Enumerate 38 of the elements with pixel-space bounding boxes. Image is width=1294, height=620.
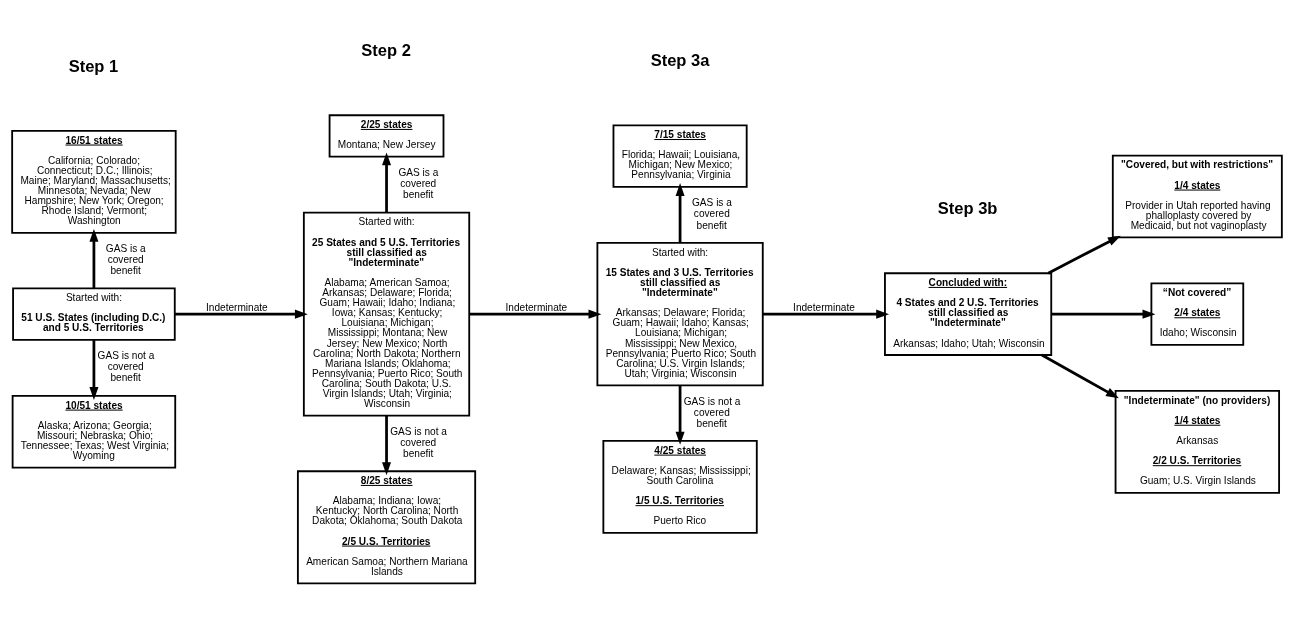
arrow [675,183,685,243]
edge-label: GAS is not a covered benefit [683,395,741,429]
arrow [89,340,99,400]
arrow [469,309,602,319]
node-box: 8/25 states Alabama; Indiana; Iowa; Kentucky; North Carolina; North Dakota; Oklahoma; South Dakota 2/5 U.S. Territories American Samoa; Northern Mariana Islands [296,470,477,585]
edge-label: Indeterminate [793,302,855,314]
edge-label: GAS is a covered benefit [398,167,439,201]
edge-label: Indeterminate [505,302,568,314]
arrow [763,309,890,319]
node-box: “Not covered” 2/4 states Idaho; Wisconsin [1150,282,1245,346]
arrow [1041,353,1119,399]
label: Step 3b [937,199,998,219]
node-box: "Indeterminate" (no providers) 1/4 states Arkansas 2/2 U.S. Territories Guam; U.S. Virgin Islands [1114,389,1280,494]
node-box: 10/51 states Alaska; Arizona; Georgia; Missouri; Nebraska; Ohio; Tennessee; Texas; West Virginia; Wyoming [11,394,177,469]
arrow [382,415,392,476]
node-box: Concluded with: 4 States and 2 U.S. Territories still classified as "Indeterminate" Arkansas; Idaho; Utah; Wisconsin [884,272,1053,356]
edge-label: GAS is not a covered benefit [97,350,155,384]
arrow [382,152,392,213]
node-box: 16/51 states California; Colorado; Connecticut; D.C.; Illinois; Maine; Maryland; Massachusetts; Minnesota; Nevada; New Hampshire; New York; Oregon; Rhode Island; Vermont; Washington [11,129,177,234]
edge-label: GAS is a covered benefit [692,197,732,231]
arrow [1051,309,1156,319]
node-box: Started with: 25 States and 5 U.S. Territories still classified as "Indeterminate" Alabama; American Samoa; Arkansas; Delaware; Florida; Guam; Hawaii; Idaho; Indiana; Iowa; Kansas; Kentucky; Louisiana; Michigan; Mississippi; Montana; New Jersey; New Mexico; North Carolina; North Dakota; Northern Mariana Islands; Oklahoma; Pennsylvania; Puerto Rico; South Carolina; South Dakota; U.S. Virgin Islands; Utah; Virginia; Wisconsin [302,211,471,417]
node-box: 7/15 states Florida; Hawaii; Louisiana, Michigan; New Mexico; Pennsylvania; Virginia [612,124,748,188]
node-box: Started with: 51 U.S. States (including D.C.) and 5 U.S. Territories [12,287,176,341]
arrow [675,385,685,445]
label: Step 3a [650,51,710,71]
node-box: 2/25 states Montana; New Jersey [328,114,445,158]
node-box: "Covered, but with restrictions" 1/4 states Provider in Utah reported having phalloplasty covered by Medicaid, but not vaginoplasty [1111,154,1283,239]
edge-label: GAS is a covered benefit [105,243,146,277]
arrow [1047,235,1121,275]
arrow [175,309,308,319]
node-box: 4/25 states Delaware; Kansas; Mississippi; South Carolina 1/5 U.S. Territories Puerto Rico [602,440,758,534]
edge-label: GAS is not a covered benefit [390,425,447,460]
label: Step 2 [361,41,411,61]
node-box: Started with: 15 States and 3 U.S. Territories still classified as "Indeterminate" Arkansas; Delaware; Florida; Guam; Hawaii; Idaho; Kansas; Louisiana; Michigan; Mississippi; New Mexico, Pennsylvania; Puerto Rico; South Carolina; U.S. Virgin Islands; Utah; Virginia; Wisconsin [596,242,764,387]
arrow [89,228,99,289]
label: Step 1 [68,56,119,76]
edge-label: Indeterminate [206,302,268,314]
